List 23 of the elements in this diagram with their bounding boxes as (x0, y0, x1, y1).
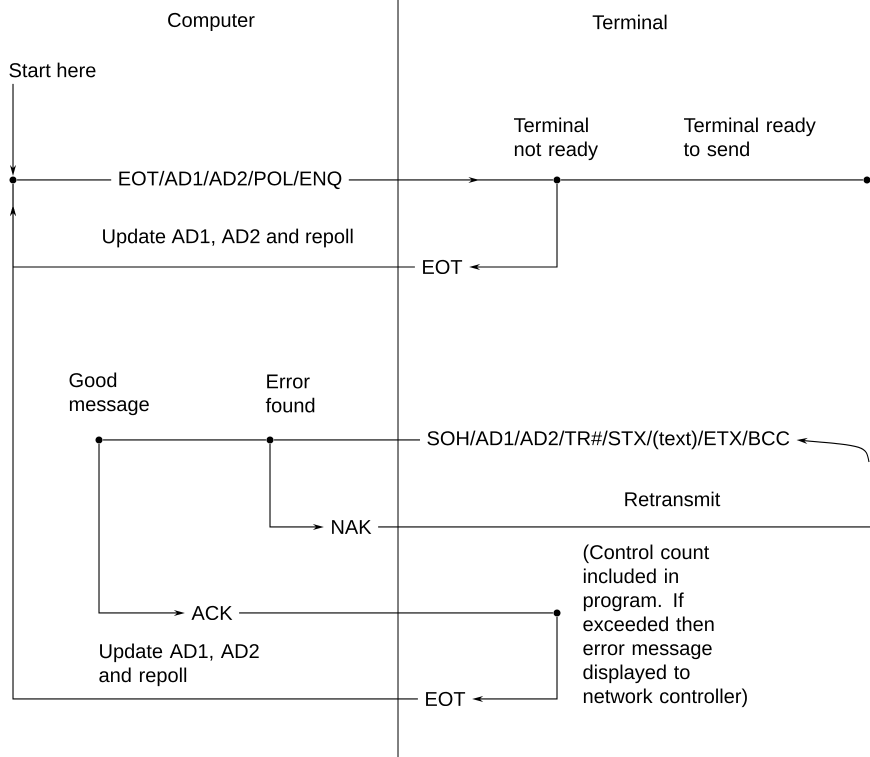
state-note: (Control count included in program. If exceeded then error message displayed to network controller) (583, 544, 747, 708)
message-label: SOH/AD1/AD2/TR#/STX/(text)/ETX/BCC (427, 430, 790, 450)
start-label: Start here (9, 62, 96, 78)
junction-dot (96, 436, 102, 444)
message-label: NAK (332, 520, 372, 534)
junction-dot (554, 176, 560, 184)
edge-label: Update AD1, AD2 and repoll (103, 228, 353, 248)
junction-dot (10, 176, 16, 184)
edge-label: Retransmit (625, 492, 720, 506)
edge-label: Update AD1, AD2 and repoll (99, 644, 259, 686)
state-note: Terminal ready to send (684, 118, 816, 156)
state-note: Terminal not ready (514, 118, 598, 160)
arrow (10, 184, 418, 700)
state-note: Good message (70, 372, 149, 416)
column-heading: Computer (168, 12, 255, 32)
junction-dot (266, 436, 274, 444)
column-heading: Terminal (592, 14, 666, 30)
message-label: EOT (426, 692, 466, 706)
state-note: Error found (266, 374, 314, 412)
junction-dot (554, 609, 560, 616)
message-label: ACK (191, 606, 232, 620)
message-label: EOT (423, 260, 462, 274)
message-label: EOT/AD1/AD2/POL/ENQ (119, 170, 342, 190)
